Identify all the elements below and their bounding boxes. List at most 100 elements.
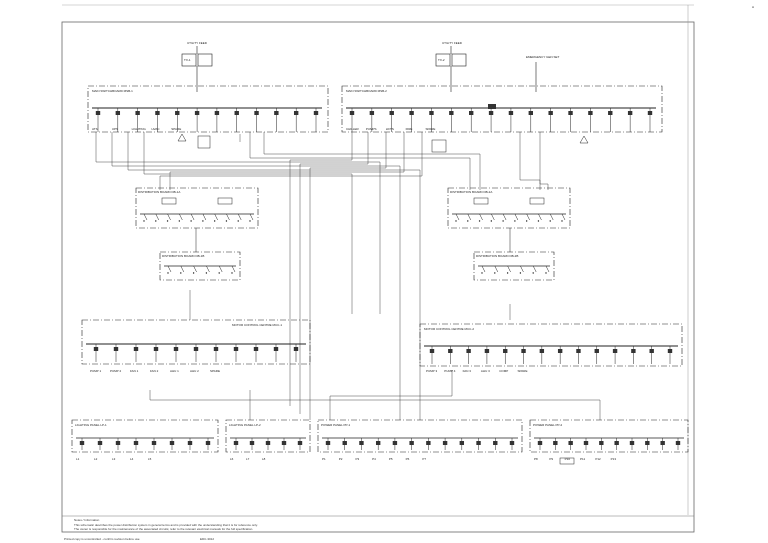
feeder-mcc2-9 [594,346,599,364]
switch-icon [202,213,207,221]
msb-left-title: MAIN SWITCHBOARD MSB-1 [92,89,133,93]
feeder-pp1-8 [459,438,465,450]
feeder-label: L7 [246,457,250,461]
breaker-icon [528,111,533,115]
left-transformer-box [181,53,197,67]
terminal-dot [213,220,216,222]
switch-icon [143,213,148,221]
switch-icon [190,213,195,221]
feeder-msb2-11 [568,108,573,132]
right-utility-label: UTILITY FEED [442,41,463,45]
breaker-icon [409,111,414,115]
switch-icon [179,213,183,221]
feeder-lp2-4 [297,438,303,450]
breaker-icon [627,111,633,115]
breaker-icon [249,441,255,445]
feeder-label: AHU 2 [190,369,199,373]
feeder-mcc1-0: PUMP 1 [90,344,101,373]
feeder-msb2-8 [508,108,514,132]
feeder-label: L1 [76,457,80,461]
switch-icon [479,213,483,221]
feeder-lp2-0: L6 [230,438,239,461]
breaker-icon [95,111,101,115]
breaker-icon [293,347,299,351]
db-right-lower: DISTRIBUTION BOARD DB-2B [473,228,555,281]
feeder-label: P5 [389,457,393,461]
breaker-icon [151,441,157,445]
right-transformer-label: TX-2 [438,58,445,62]
pp2-title: POWER PANEL PP-2 [533,423,563,427]
feeder-msb2-6 [469,108,474,132]
breaker-icon [429,111,434,115]
feeder-label: L6 [230,457,234,461]
terminal-dot [180,272,182,274]
terminal-dot [494,272,496,274]
feeder-label: FAN 2 [150,369,159,373]
feeder-msb2-1: PUMPS [366,108,377,132]
sheet-ref: EDC-3012 [200,537,214,541]
breaker-icon [253,347,259,351]
feeder-mcc1-6: SPARE [210,344,220,373]
feeder-label: L5 [148,457,152,461]
feeder-label: AHU 1 [170,369,179,373]
breaker-icon [349,111,355,115]
bus-coupler [488,104,496,109]
breaker-icon [194,111,200,115]
top-mark: A [752,5,754,9]
breaker-icon [568,111,573,115]
db-right-upper-title: DISTRIBUTION BOARD DB-2A [450,190,492,194]
feeder-pp2-2: P10 [565,438,573,461]
breaker-icon [113,347,119,351]
feeder-label: L2 [94,457,98,461]
feeder-msb1-1: UPS [112,108,121,132]
feeder-pp1-7 [442,438,448,450]
terminal-dot [545,272,547,274]
terminal-dot [506,272,509,274]
feeder-msb1-0: ATS [92,108,101,132]
feeder-lp2-1: L7 [246,438,255,461]
feeder-msb2-13 [608,108,613,132]
breaker-icon [325,441,331,445]
terminal-dot [155,220,157,222]
switch-icon [226,213,230,221]
feeder-label: ATS [92,127,98,131]
feeder-pp2-3: P11 [580,438,589,461]
breaker-icon [484,349,490,353]
breaker-icon [521,349,526,353]
feeder-label: L8 [262,457,266,461]
feeder-msb2-12 [588,108,593,132]
breaker-icon [155,111,160,115]
switch-icon [249,213,254,221]
feeder-mcc1-7 [233,344,239,362]
breaker-icon [466,349,471,353]
breaker-icon [281,441,287,445]
breaker-icon [169,441,175,445]
feeder-pp1-1: P2 [339,438,347,461]
footer-text: Printed copy is uncontrolled - confirm r… [64,537,140,541]
feeder-mcc2-8 [576,346,581,364]
msb-right-equipment [431,135,589,153]
breaker-icon [614,441,619,445]
source-right: UTILITY FEED TX-2 EMERGENCY GEN SET [435,41,559,92]
breaker-icon [293,111,299,115]
switch-icon [514,213,519,221]
feeder-label: P4 [372,457,376,461]
feeder-msb1-6 [214,108,220,132]
terminal-dot [143,220,145,222]
breaker-icon [599,441,604,445]
breaker-icon [97,441,103,445]
feeder-mcc2-0: PUMP 3 [426,346,437,373]
feeder-pp1-2: P3 [355,438,364,461]
breaker-icon [233,347,239,351]
terminal-dot [561,220,563,222]
breaker-icon [115,441,121,445]
breaker-icon [297,441,303,445]
terminal-dot [532,272,534,274]
db-left-upper-title: DISTRIBUTION BOARD DB-1A [138,190,180,194]
switch-icon [494,265,499,273]
feeder-msb1-5 [194,108,200,132]
db-left-lower-title: DISTRIBUTION BOARD DB-1B [162,254,204,258]
meter-box [559,457,575,465]
